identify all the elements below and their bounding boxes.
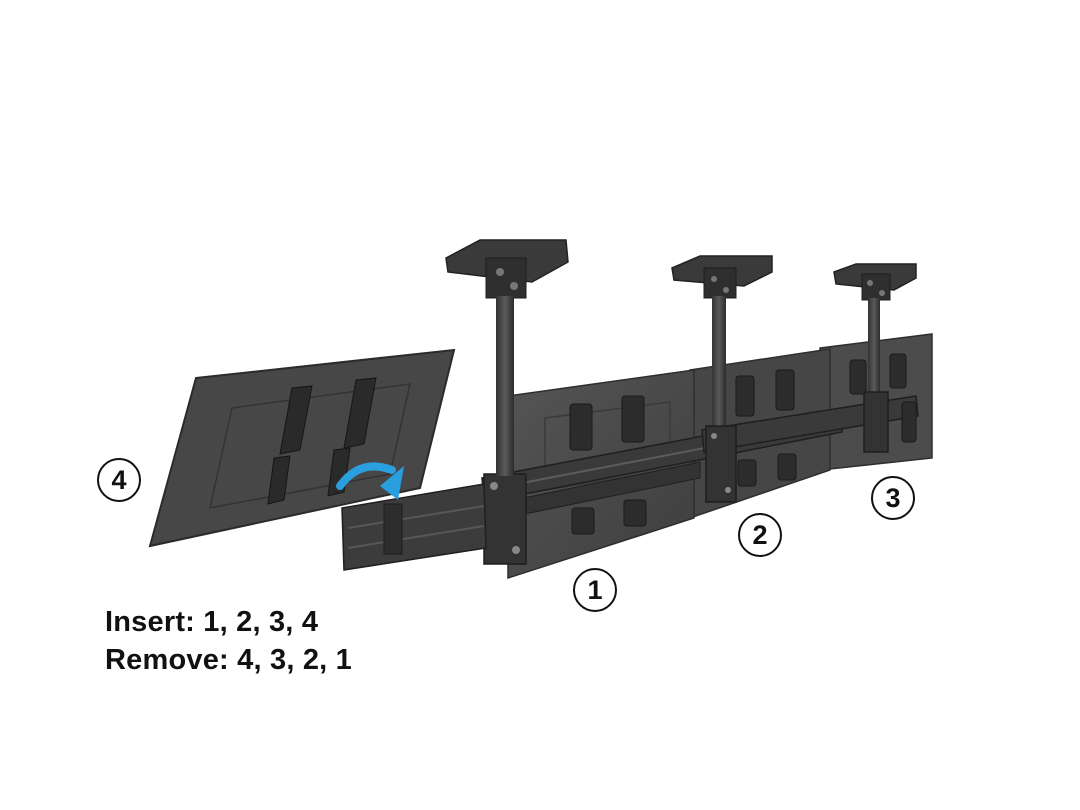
panel-hooks-1 (569, 395, 647, 535)
bracket-1 (483, 440, 527, 565)
insert-order-text: Insert: 1, 2, 3, 4 (105, 606, 319, 638)
panel-hooks-3 (849, 353, 917, 443)
insert-rail (341, 483, 487, 571)
display-panel-4 (148, 348, 456, 548)
bracket-2 (705, 425, 737, 503)
remove-order-text: Remove: 4, 3, 2, 1 (105, 644, 352, 676)
bracket-3 (863, 391, 889, 453)
ceiling-mount-3 (833, 263, 917, 398)
callout-4: 4 (97, 458, 141, 502)
curved-arrow-icon (336, 462, 404, 500)
callout-3: 3 (871, 476, 915, 520)
panel-hooks-2 (735, 369, 797, 487)
callout-2: 2 (738, 513, 782, 557)
callout-1: 1 (573, 568, 617, 612)
ceiling-mount-1 (445, 239, 569, 476)
ceiling-mount-2 (671, 255, 773, 428)
